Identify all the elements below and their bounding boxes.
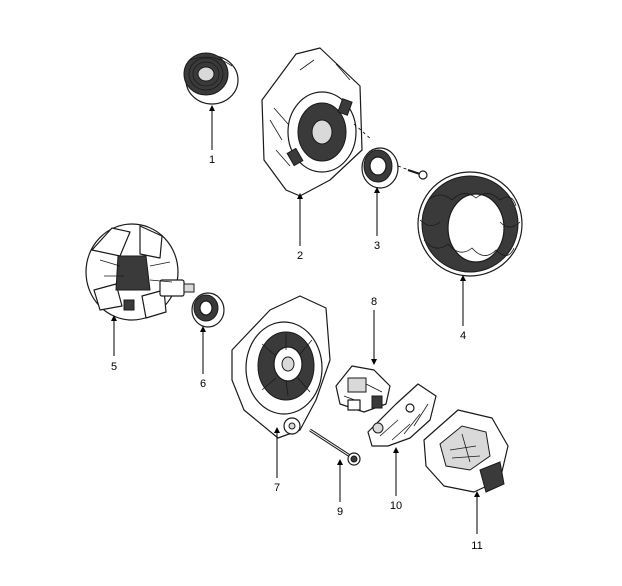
rear-housing-part xyxy=(231,295,331,439)
front-bearing-part xyxy=(361,147,428,189)
callout-10: 10 xyxy=(389,500,403,512)
rotor-part xyxy=(85,223,195,321)
front-housing-part xyxy=(261,47,373,197)
callout-7: 7 xyxy=(273,482,281,494)
pulley-part xyxy=(183,52,239,105)
callout-11: 11 xyxy=(471,540,483,552)
callout-9: 9 xyxy=(336,506,344,518)
stator-part xyxy=(417,171,523,277)
through-bolt-part xyxy=(309,428,361,466)
callout-2: 2 xyxy=(296,250,304,262)
callout-4: 4 xyxy=(459,330,467,342)
leader-lines xyxy=(111,105,480,534)
callout-5: 5 xyxy=(110,361,118,373)
rectifier-part xyxy=(367,383,437,447)
rear-cover-part xyxy=(423,409,509,493)
callout-6: 6 xyxy=(199,378,207,390)
callout-1: 1 xyxy=(208,154,216,166)
regulator-part xyxy=(335,365,391,413)
rear-bearing-part xyxy=(191,292,225,328)
callout-8: 8 xyxy=(370,296,378,308)
callout-3: 3 xyxy=(373,240,381,252)
